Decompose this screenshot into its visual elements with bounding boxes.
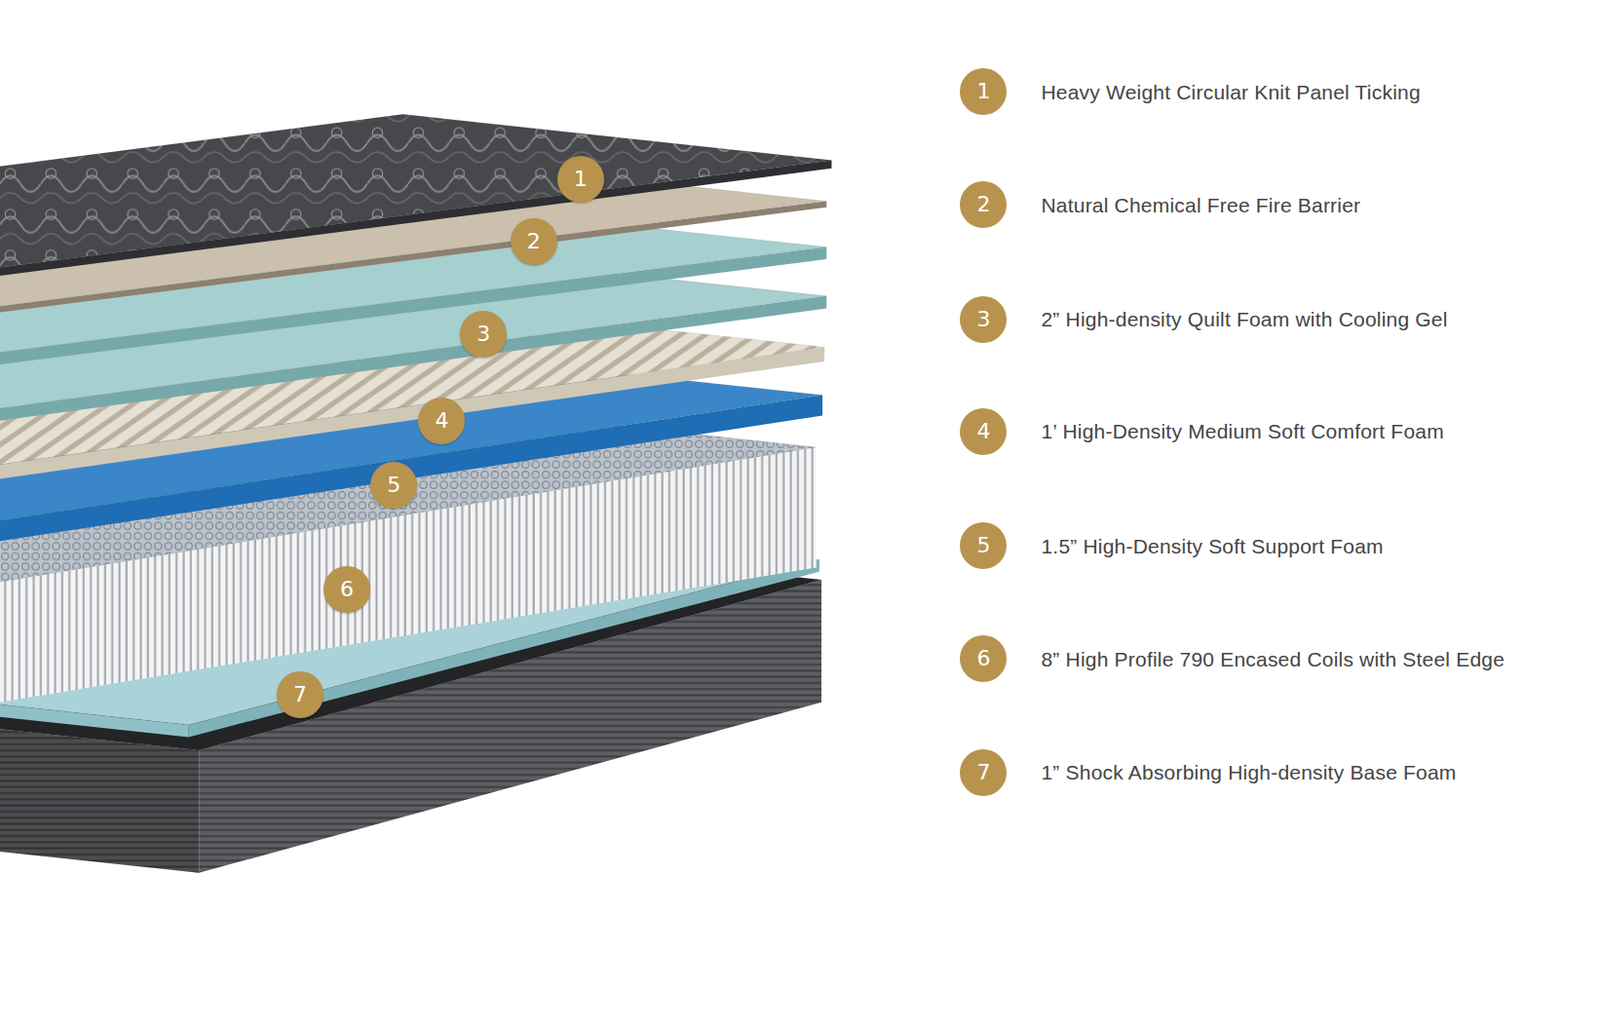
ticking-layer	[0, 114, 832, 276]
callout-number: 2	[527, 230, 541, 253]
callout-number: 3	[476, 323, 491, 345]
key-item: 5 1.5” High-Density Soft Support Foam	[959, 522, 1383, 570]
layer-description: Heavy Weight Circular Knit Panel Ticking	[1040, 79, 1420, 105]
callout-number: 3	[976, 308, 991, 331]
key-circle: 4	[959, 408, 1007, 456]
callout-number: 4	[976, 420, 991, 443]
key-circle: 7	[959, 749, 1007, 797]
layer-top	[0, 114, 832, 267]
callout-number: 6	[340, 578, 354, 601]
key-circle: 1	[959, 68, 1007, 115]
callout-number: 4	[434, 410, 449, 432]
callout-circle: 2	[510, 218, 558, 266]
callout-circle: 5	[370, 461, 418, 509]
key-item: 6 8” High Profile 790 Encased Coils with …	[959, 635, 1505, 683]
layer-description: 8” High Profile 790 Encased Coils with S…	[1040, 647, 1505, 672]
key-circle: 2	[959, 181, 1007, 229]
key-item: 2 Natural Chemical Free Fire Barrier	[959, 181, 1361, 229]
callout-number: 5	[386, 474, 401, 496]
key-circle: 5	[959, 522, 1007, 570]
callout-number: 1	[573, 168, 588, 191]
layer-description: 2” High-density Quilt Foam with Cooling …	[1040, 306, 1448, 332]
callout-number: 2	[976, 193, 991, 216]
callout-circle: 6	[323, 566, 371, 613]
key-circle: 3	[959, 296, 1007, 343]
key-item: 3 2” High-density Quilt Foam with Cooling…	[959, 296, 1448, 343]
key-circle: 6	[959, 635, 1007, 683]
callout-circle: 4	[418, 397, 465, 445]
callout-number: 5	[976, 534, 991, 557]
layer-description: 1.5” High-Density Soft Support Foam	[1040, 533, 1383, 559]
callout-circle: 1	[557, 155, 605, 203]
key-item: 4 1’ High-Density Medium Soft Comfort Foa…	[959, 408, 1444, 456]
callout-number: 7	[976, 761, 991, 784]
callout-number: 6	[976, 647, 991, 670]
callout-circle: 3	[459, 310, 507, 358]
layer-description: Natural Chemical Free Fire Barrier	[1040, 192, 1361, 218]
key-item: 1 Heavy Weight Circular Knit Panel Tickin…	[959, 68, 1420, 115]
key-item: 7 1” Shock Absorbing High-density Base Fo…	[959, 749, 1456, 797]
layer-description: 1’ High-Density Medium Soft Comfort Foam	[1040, 419, 1444, 444]
layer-description: 1” Shock Absorbing High-density Base Foa…	[1040, 760, 1456, 785]
callout-circle: 7	[276, 671, 324, 719]
callout-number: 1	[976, 80, 991, 103]
callout-number: 7	[293, 684, 307, 706]
